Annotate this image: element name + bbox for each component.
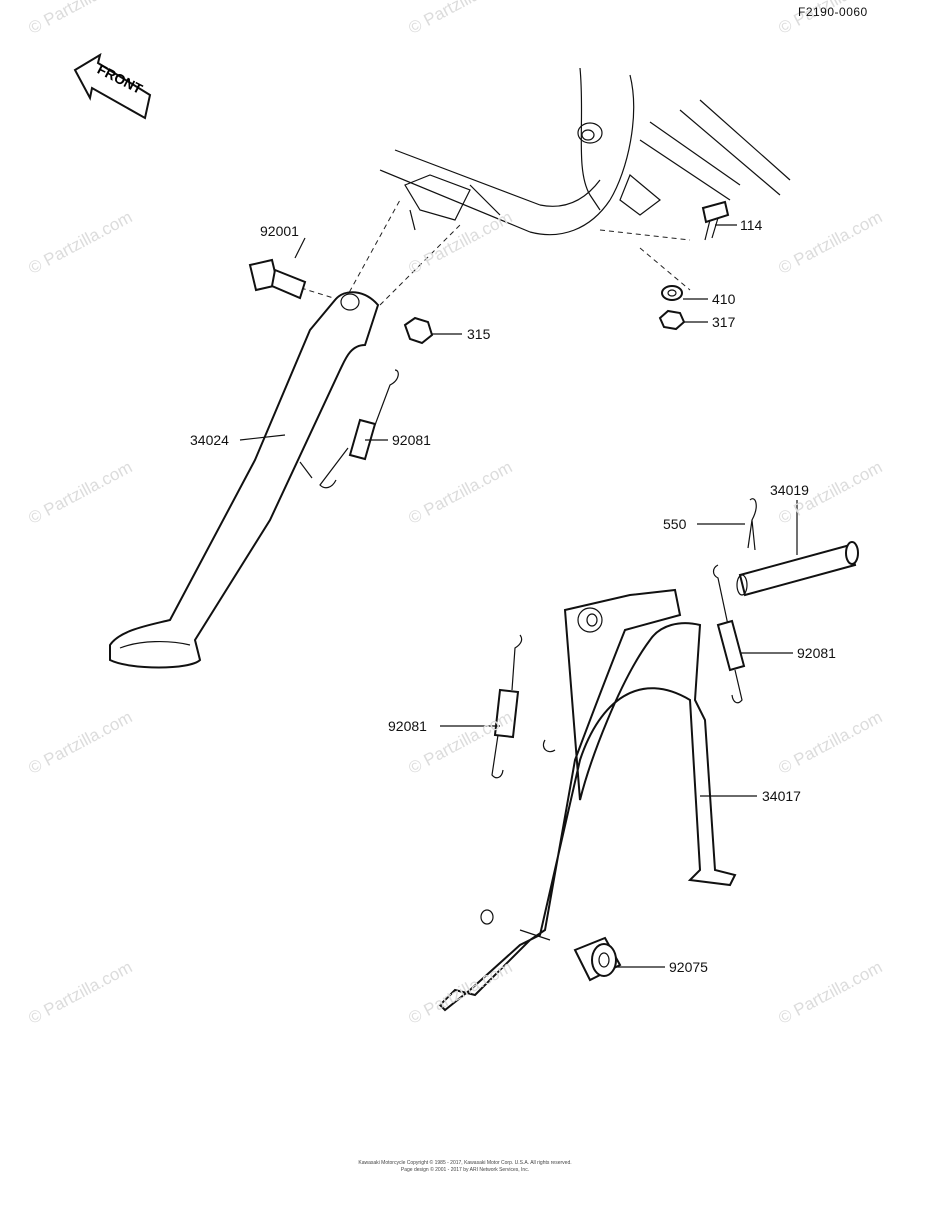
front-arrow-icon: FRONT	[73, 52, 152, 120]
roller-92075	[573, 936, 622, 982]
pin-34019	[736, 541, 859, 597]
spring-92081-upper	[319, 369, 399, 489]
part-label-34019[interactable]: 34019	[770, 482, 809, 498]
spring-92081-right	[712, 564, 746, 704]
cotter-pin-550	[747, 498, 757, 551]
bolt-92001	[248, 258, 307, 300]
guide-lines	[274, 199, 691, 306]
side-stand-34024	[109, 291, 380, 669]
copyright-line: Kawasaki Motorcycle Copyright © 1985 - 2…	[358, 1160, 572, 1166]
spring-92081-left	[491, 634, 523, 779]
part-label-410[interactable]: 410	[712, 291, 736, 307]
frame-section	[379, 67, 791, 236]
part-label-92001[interactable]: 92001	[260, 223, 299, 239]
part-label-114[interactable]: 114	[740, 217, 763, 233]
part-label-315[interactable]: 315	[467, 326, 491, 342]
part-label-34017[interactable]: 34017	[762, 788, 801, 804]
bolt-114	[701, 200, 730, 241]
washer-410	[661, 285, 683, 301]
leader-lines	[239, 224, 798, 968]
design-credit-line: Page design © 2001 - 2017 by ARI Network…	[400, 1167, 530, 1173]
part-label-92075[interactable]: 92075	[669, 959, 708, 975]
center-stand-34017	[438, 588, 737, 1012]
part-label-92081[interactable]: 92081	[392, 432, 431, 448]
part-label-317[interactable]: 317	[712, 314, 736, 330]
nut-315	[403, 316, 434, 345]
nut-317	[658, 309, 686, 331]
part-label-34024[interactable]: 34024	[190, 432, 229, 448]
part-label-92081[interactable]: 92081	[388, 718, 427, 734]
diagram-code: F2190-0060	[798, 5, 868, 19]
part-label-92081[interactable]: 92081	[797, 645, 836, 661]
part-label-550[interactable]: 550	[663, 516, 687, 532]
